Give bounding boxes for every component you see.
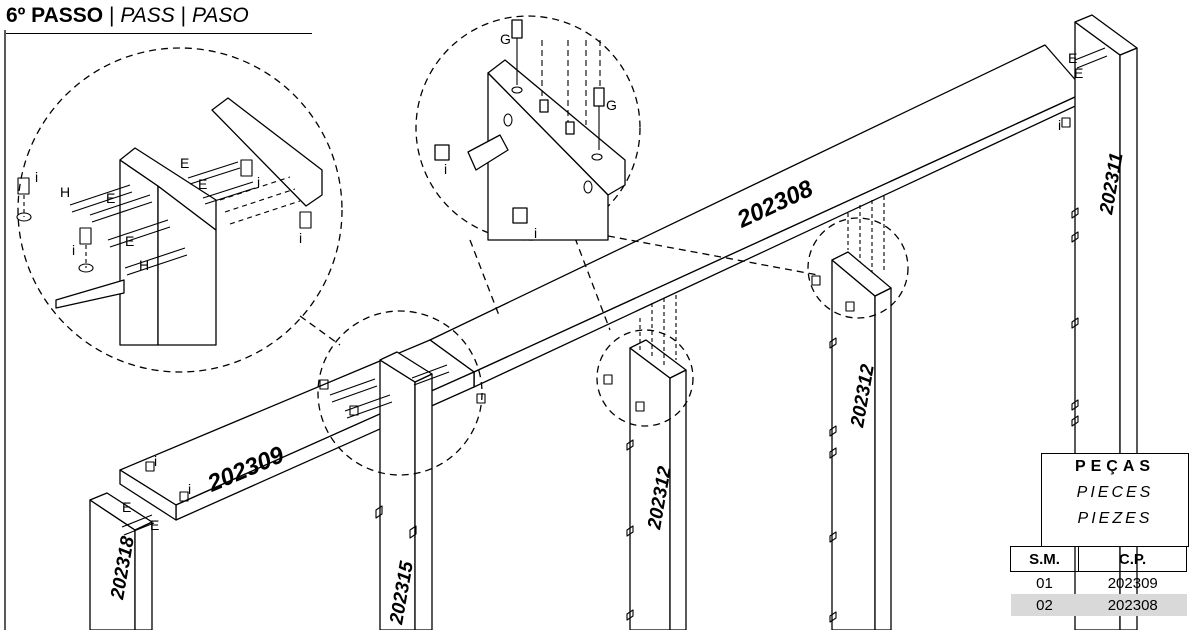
pieces-title-it: PIEZES (1077, 510, 1153, 527)
zoom-circle-joint-3 (807, 217, 909, 319)
column-sm: S.M. (1010, 546, 1079, 572)
label-i-9: i (1058, 117, 1061, 133)
label-h-1: H (60, 184, 70, 200)
label-e-1: E (106, 190, 115, 206)
label-e-2: E (125, 233, 134, 249)
detail-circle-left (17, 47, 343, 373)
label-e-4: E (198, 176, 207, 192)
separator-1: | (109, 4, 115, 27)
label-i-2: i (72, 242, 75, 258)
label-i-5: i (444, 161, 447, 177)
detail-left-fasteners (16, 159, 312, 276)
label-e-6: E (150, 517, 159, 533)
detail-left-contents (55, 97, 323, 346)
vertical-panel-202315 (379, 351, 433, 630)
label-i-7: i (154, 453, 157, 469)
label-i-8: i (188, 481, 191, 497)
zoom-circle-joint-2 (596, 329, 694, 427)
pieces-header-box: PEÇAS PIECES PIEZES (1041, 453, 1189, 547)
label-i-6: i (534, 225, 537, 241)
label-e-3: E (180, 155, 189, 171)
step-title-es: PASO (191, 4, 249, 27)
pieces-table-header: S.M. C.P. (1010, 546, 1187, 572)
header-underline (6, 33, 312, 34)
label-e-5: E (122, 499, 131, 515)
detail-top-guides (503, 38, 603, 194)
step-title-en: PASS (120, 4, 175, 27)
separator-2: | (180, 4, 187, 27)
label-i-3: i (257, 174, 260, 190)
label-e-7: E (1068, 50, 1077, 66)
side-panel-202318 (89, 492, 153, 630)
pieces-title: PEÇAS (1074, 458, 1156, 475)
shelf-clips (375, 207, 1079, 623)
column-cp: C.P. (1078, 546, 1187, 572)
label-e-8: E (1074, 65, 1083, 81)
table-row: 02 202308 (1010, 594, 1187, 616)
step-header: 6º PASSO | PASS | PASO (6, 4, 249, 28)
pieces-table: S.M. C.P. 01 202309 02 202308 (1010, 546, 1187, 616)
detail-circle-top (415, 15, 641, 241)
label-i-1: i (35, 169, 38, 185)
step-title: 6º PASSO (6, 4, 104, 27)
pieces-title-en: PIECES (1076, 484, 1154, 501)
table-row: 01 202309 (1011, 572, 1187, 595)
divider-202312-b (831, 251, 892, 630)
label-h-2: H (139, 257, 149, 273)
label-g-1: G (500, 31, 511, 47)
label-i-4: i (299, 230, 302, 246)
row-cp: 202309 (1107, 574, 1158, 592)
row-sm: 01 (1036, 574, 1053, 592)
row-cp: 202308 (1078, 594, 1187, 616)
joint-fasteners (121, 47, 1108, 536)
zoom-circle-joint-1 (317, 310, 483, 476)
divider-202312-a (629, 339, 687, 630)
row-sm: 02 (1010, 594, 1079, 616)
label-g-2: G (606, 97, 617, 113)
detail-top-contents (434, 19, 626, 241)
